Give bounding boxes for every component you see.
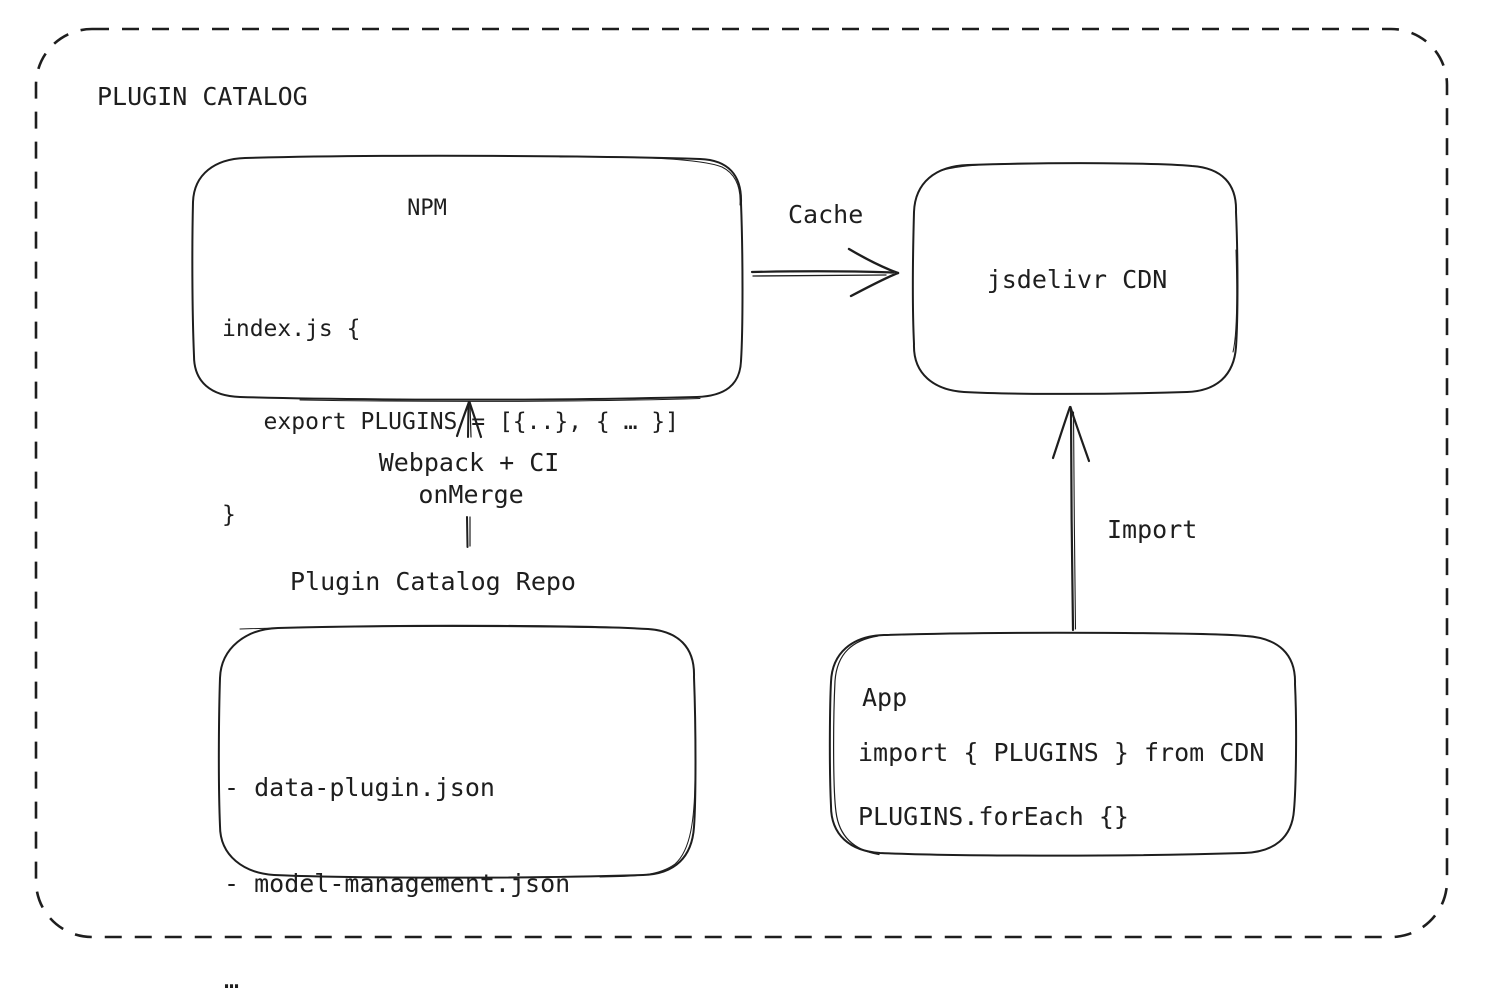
app-code-line-2: PLUGINS.forEach {} xyxy=(858,802,1129,831)
cdn-label: jsdelivr CDN xyxy=(986,265,1168,294)
build-arrow xyxy=(455,400,483,548)
repo-item-2: - model-management.json xyxy=(224,869,571,898)
diagram-title: PLUGIN CATALOG xyxy=(97,82,308,111)
npm-code-line-2: export PLUGINS = [{..}, { … }] xyxy=(222,409,679,435)
catalog-boundary xyxy=(34,27,1449,939)
cache-arrow xyxy=(750,247,900,298)
cdn-box xyxy=(911,162,1239,395)
repo-label: Plugin Catalog Repo xyxy=(290,567,576,596)
npm-title: NPM xyxy=(407,196,447,221)
app-box xyxy=(828,631,1298,857)
repo-item-3: … xyxy=(224,965,240,994)
npm-code-line-3: } xyxy=(222,502,236,528)
npm-code-line-1: index.js { xyxy=(222,316,361,342)
build-arrow-label-line-2: onMerge xyxy=(418,480,524,509)
npm-code-block: index.js { export PLUGINS = [{..}, { … }… xyxy=(222,252,679,593)
import-arrow-label: Import xyxy=(1107,515,1198,544)
app-code-line-1: import { PLUGINS } from CDN xyxy=(858,738,1265,767)
npm-box xyxy=(191,154,744,402)
repo-box xyxy=(217,624,697,879)
app-title: App xyxy=(862,683,908,712)
repo-item-1: - data-plugin.json xyxy=(224,773,495,802)
build-arrow-label-line-1: Webpack + CI xyxy=(378,448,560,477)
import-arrow xyxy=(1051,405,1091,632)
cache-arrow-label: Cache xyxy=(788,200,864,229)
repo-items-list: - data-plugin.json - model-management.js… xyxy=(224,708,570,1002)
